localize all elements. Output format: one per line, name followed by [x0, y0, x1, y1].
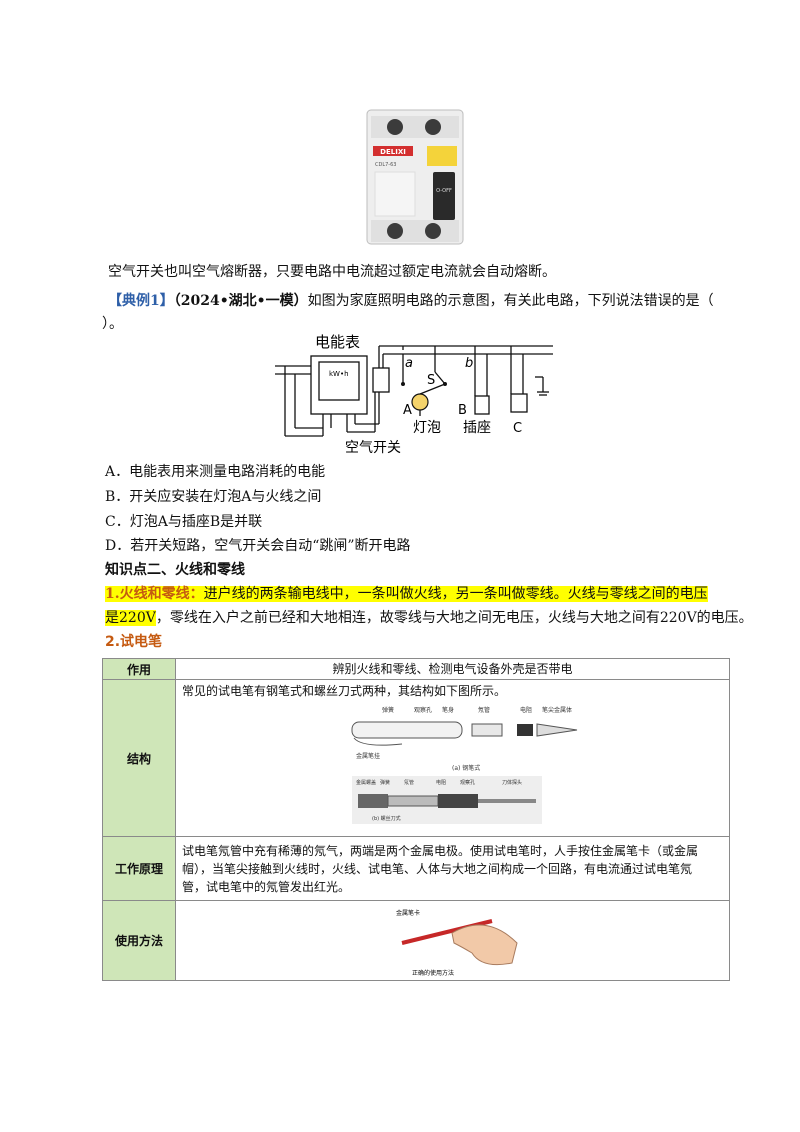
meter-reading: kW•h	[329, 370, 349, 378]
pen-a-part-neon: 氖管	[478, 706, 490, 714]
row-content-principle: 试电笔氖管中充有稀薄的氖气，两端是两个金属电极。使用试电笔时，人手按住金属笔卡（…	[175, 836, 730, 901]
option-b: B．开关应安装在灯泡A与火线之间	[105, 489, 322, 505]
pen-a-part-tip: 笔尖金属体	[542, 706, 572, 714]
pen-b-part-cap: 金属螺盖	[356, 779, 376, 786]
example-tag: 【典例1】	[108, 293, 174, 309]
switch-label: S	[427, 373, 435, 388]
pen-diagram-a: 弹簧 观察孔 笔身 氖管 电阻 笔尖金属体 金属笔挂 (a) 钢笔式	[351, 706, 578, 772]
point1-line2: 是220V，零线在入户之前已经和大地相连，故零线与大地之间无电压，火线与大地之间…	[105, 608, 753, 628]
point1-highlight: 进户线的两条输电线中，一条叫做火线，另一条叫做零线。火线与零线之间的电压	[203, 586, 708, 602]
pen-a-part-spring: 弹簧	[382, 706, 394, 714]
meter-label: 电能表	[315, 333, 360, 351]
principle-line-2: 帽），当笔尖接触到火线时，火线、试电笔、人体与大地之间构成一个回路，有电流通过试…	[182, 861, 693, 876]
row-label-principle: 工作原理	[102, 836, 176, 901]
principle-line-3: 管，试电笔中的氖管发出红光。	[182, 879, 351, 894]
usage-illustration: 金属笔卡 正确的使用方法	[396, 909, 518, 977]
socket-label: 插座	[463, 420, 491, 436]
pen-b-caption: (b) 螺丝刀式	[372, 815, 401, 822]
pen-a-caption: (a) 钢笔式	[452, 764, 480, 772]
section-title: 知识点二、火线和零线	[105, 562, 245, 578]
row-label-function: 作用	[102, 658, 176, 680]
bulb-letter: A	[403, 403, 412, 418]
row-label-usage: 使用方法	[102, 900, 176, 981]
point2-title: 2.试电笔	[105, 634, 163, 650]
option-d: D．若开关短路，空气开关会自动“跳闸”断开电路	[105, 538, 411, 554]
example-stem-end: ）。	[102, 316, 123, 332]
pen-b-part-window: 观察孔	[460, 779, 475, 786]
breaker-lever: O-OFF	[436, 188, 452, 194]
pen-b-part-spring: 弹簧	[380, 779, 390, 786]
breaker-brand: DELIXI	[380, 148, 406, 156]
pen-diagram-b: 金属螺盖 弹簧 氖管 电阻 观察孔 刀体探头 (b) 螺丝刀式	[352, 776, 542, 824]
table-row: 作用 辨别火线和零线、检测电气设备外壳是否带电	[102, 658, 730, 680]
point1-line2-highlight: 是220V	[105, 610, 156, 626]
example-question: 【典例1】（2024•湖北•一模）如图为家庭照明电路的示意图，有关此电路，下列说…	[108, 291, 714, 311]
principle-line-1: 试电笔氖管中充有稀薄的氖气，两端是两个金属电极。使用试电笔时，人手按住金属笔卡（…	[182, 843, 699, 858]
circuit-diagram: 电能表 kW•h a b S A 灯泡 B 插座 C 空气开关	[275, 333, 553, 456]
test-pen-table: 作用 辨别火线和零线、检测电气设备外壳是否带电 结构 常见的试电笔有钢笔式和螺丝…	[102, 658, 730, 981]
pen-a-part-window: 观察孔	[414, 706, 432, 714]
usage-caption: 正确的使用方法	[412, 969, 454, 977]
pen-a-part-resistor: 电阻	[520, 706, 532, 714]
structure-text: 常见的试电笔有钢笔式和螺丝刀式两种，其结构如下图所示。	[182, 684, 507, 698]
pen-b-part-blade: 刀体探头	[502, 779, 522, 786]
pen-a-part-clip: 金属笔挂	[356, 752, 380, 760]
row-content-function: 辨别火线和零线、检测电气设备外壳是否带电	[175, 658, 730, 680]
socket3-letter: C	[513, 421, 522, 436]
point-a-label: a	[405, 356, 413, 371]
point1-line2-rest: ，零线在入户之前已经和大地相连，故零线与大地之间无电压，火线与大地之间有220V…	[155, 610, 753, 626]
point-b-label: b	[465, 356, 473, 371]
breaker-label: 空气开关	[345, 440, 401, 456]
row-content-structure: 常见的试电笔有钢笔式和螺丝刀式两种，其结构如下图所示。 弹簧 观察孔 笔身 氖管…	[175, 679, 730, 837]
table-row: 结构 常见的试电笔有钢笔式和螺丝刀式两种，其结构如下图所示。 弹簧 观察孔 笔身…	[102, 679, 730, 837]
breaker-model: CDL7-63	[375, 162, 396, 168]
socket-letter: B	[458, 403, 467, 418]
row-label-structure: 结构	[102, 679, 176, 837]
usage-label: 金属笔卡	[396, 909, 420, 917]
bulb-label: 灯泡	[413, 420, 441, 436]
option-a: A．电能表用来测量电路消耗的电能	[105, 464, 326, 480]
pen-b-part-neon: 氖管	[404, 779, 414, 786]
air-switch-photo: DELIXI CDL7-63 O-OFF	[366, 109, 464, 245]
air-switch-note: 空气开关也叫空气熔断器，只要电路中电流超过额定电流就会自动熔断。	[108, 264, 556, 280]
table-row: 工作原理 试电笔氖管中充有稀薄的氖气，两端是两个金属电极。使用试电笔时，人手按住…	[102, 836, 730, 901]
pen-b-part-resistor: 电阻	[436, 779, 446, 786]
example-source: （2024•湖北•一模）	[173, 293, 308, 309]
point1-line1: 1.火线和零线：进户线的两条输电线中，一条叫做火线，另一条叫做零线。火线与零线之…	[105, 584, 708, 604]
pen-a-part-body: 笔身	[442, 706, 454, 714]
row-content-usage: 金属笔卡 正确的使用方法	[175, 900, 730, 981]
example-stem: 如图为家庭照明电路的示意图，有关此电路，下列说法错误的是（	[307, 293, 714, 309]
point1-label: 1.火线和零线：	[105, 586, 204, 602]
option-c: C．灯泡A与插座B是并联	[105, 514, 263, 530]
table-row: 使用方法 金属笔卡 正确的使用方法	[102, 900, 730, 981]
